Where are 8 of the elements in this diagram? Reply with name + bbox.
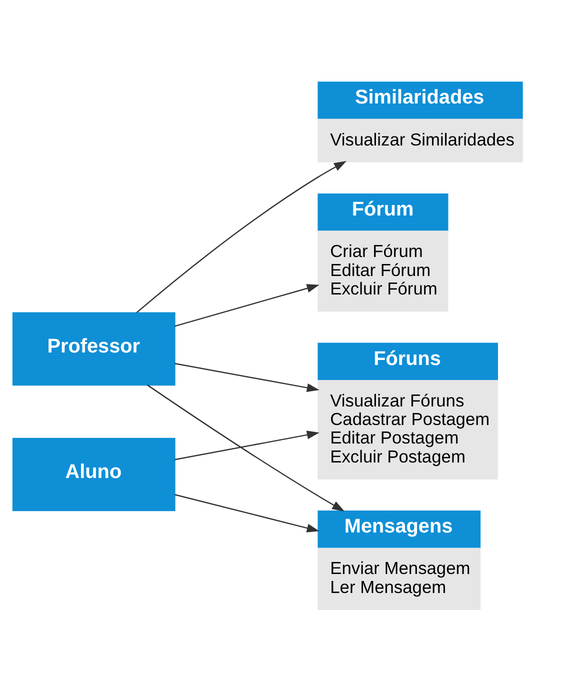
- node-box: Professor: [12, 312, 176, 386]
- arrow: [147, 384, 345, 511]
- arrow: [174, 430, 320, 460]
- arrow: [174, 494, 320, 532]
- node-box: Aluno: [12, 437, 176, 511]
- arrow: [174, 362, 320, 392]
- arrow: [174, 284, 320, 326]
- arrow: [136, 160, 346, 313]
